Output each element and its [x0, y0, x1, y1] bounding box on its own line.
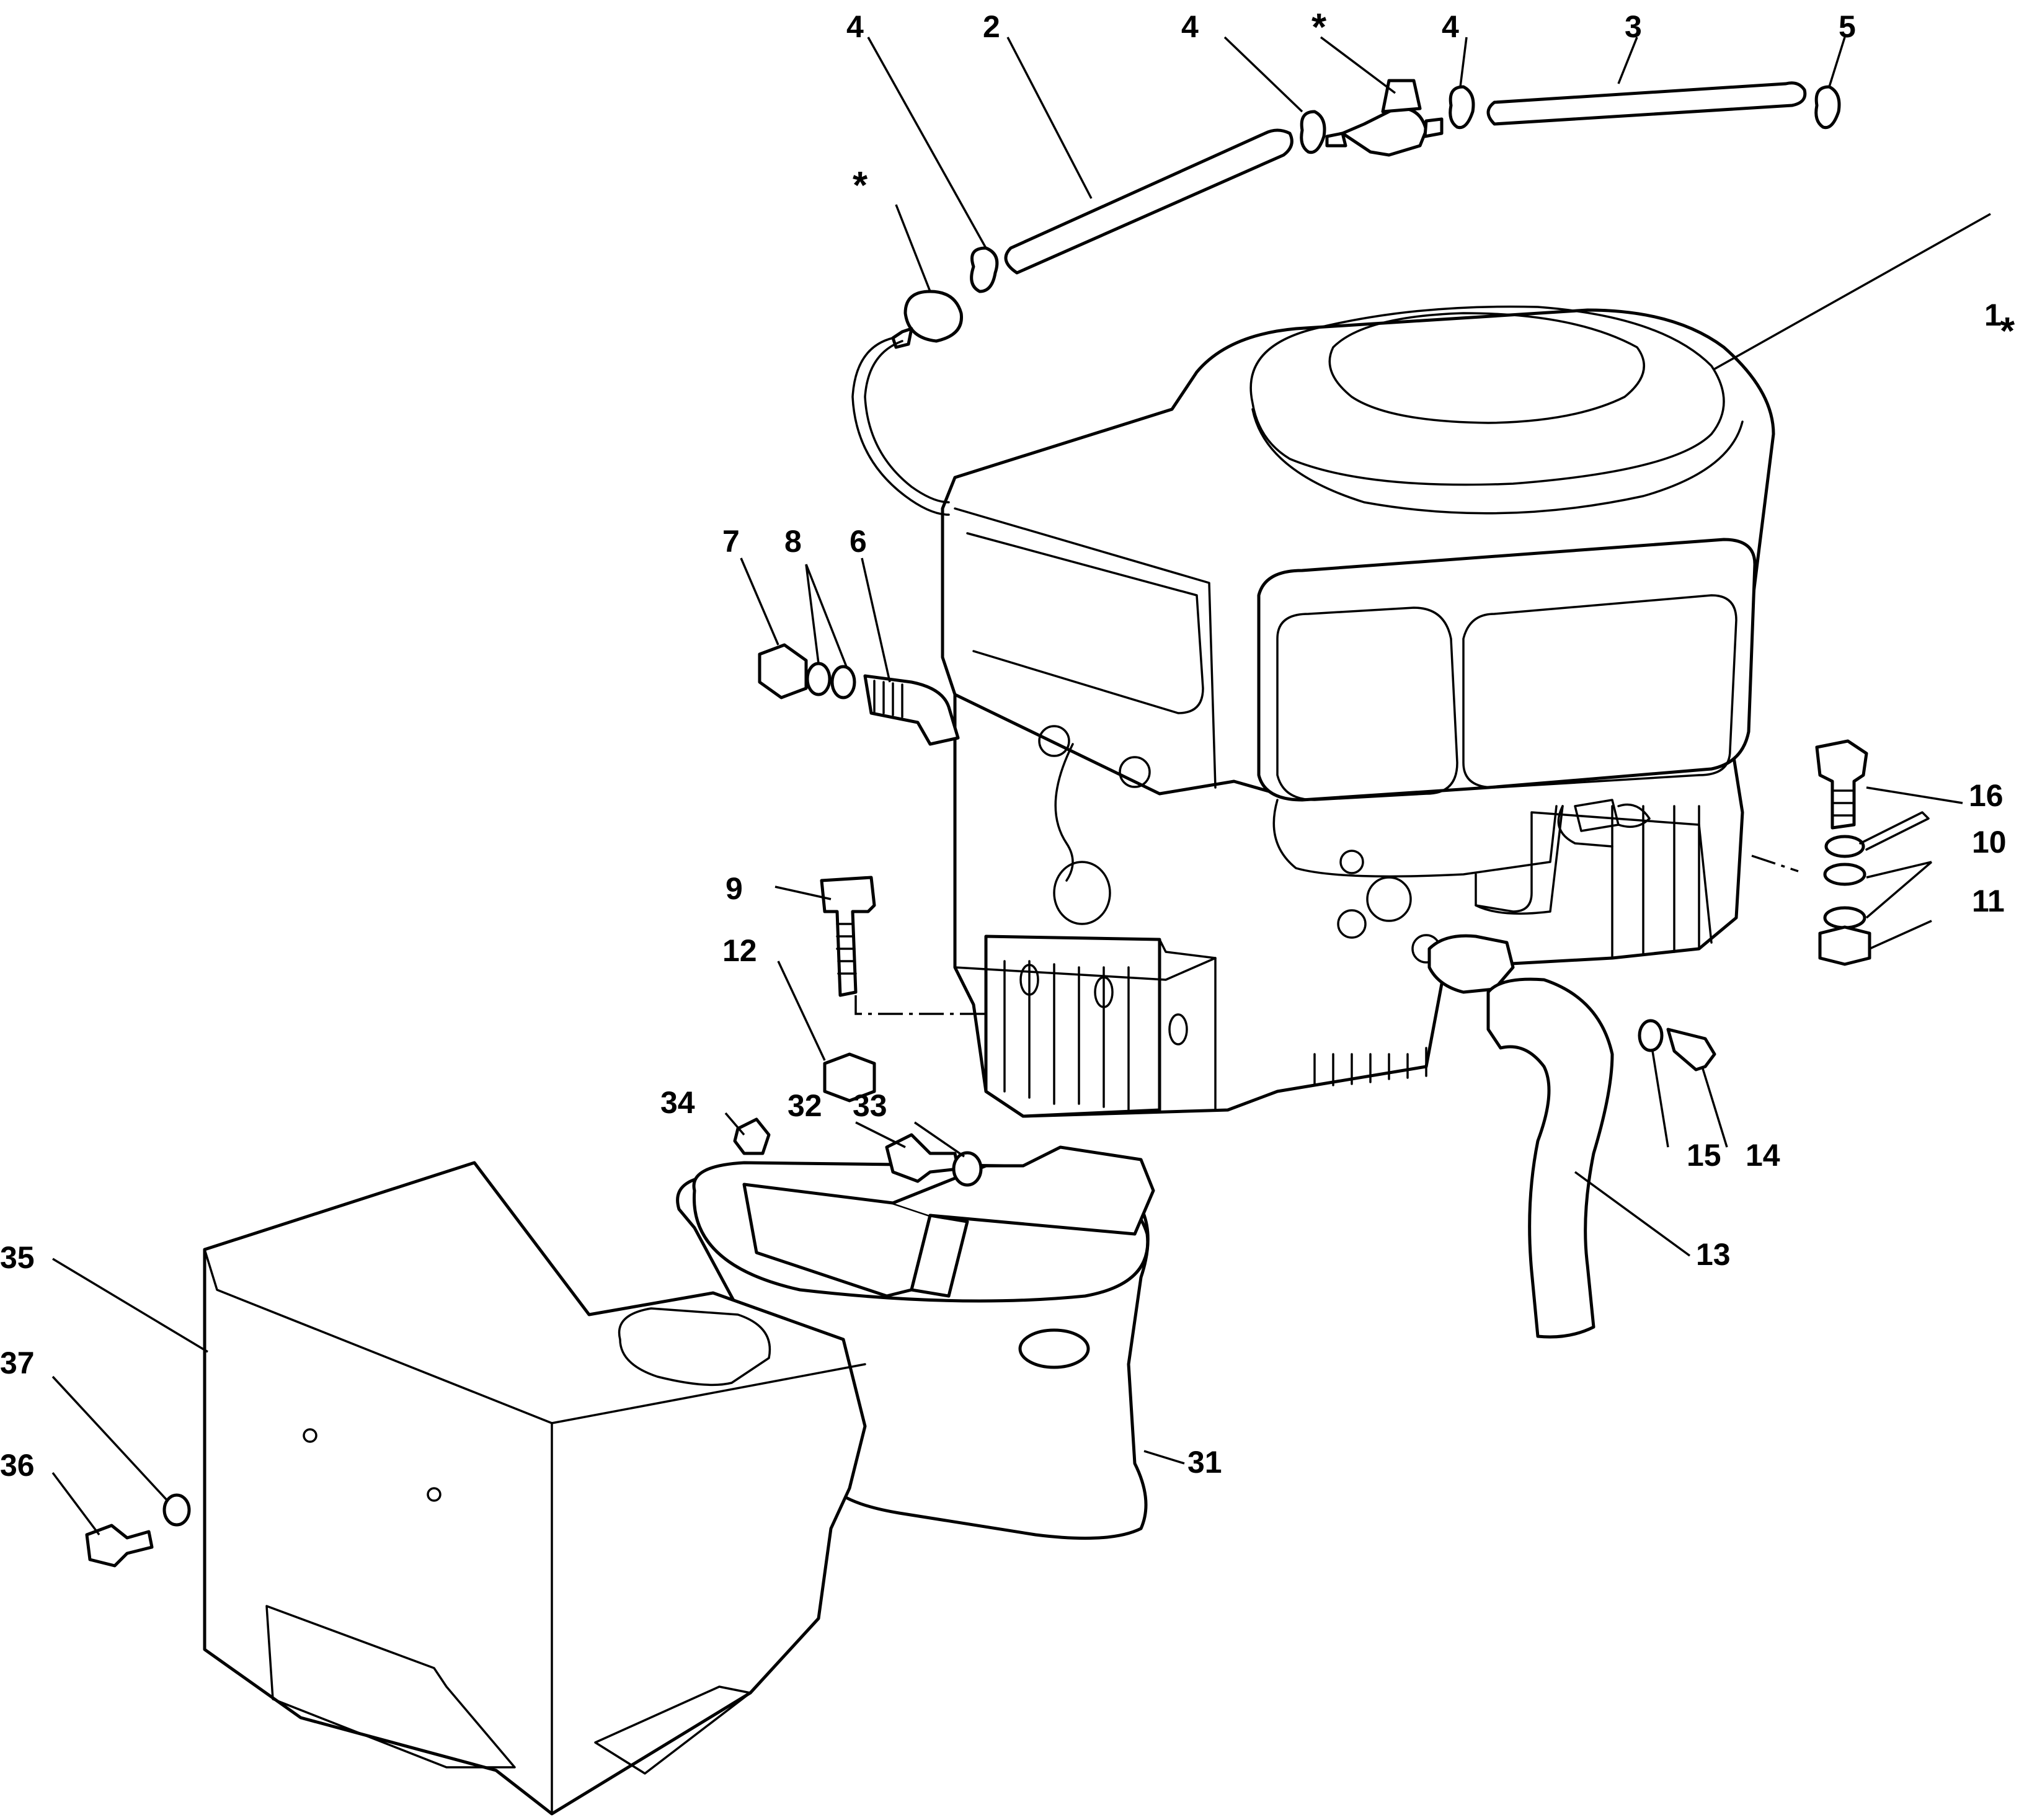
callout-1-star: * [2000, 310, 2015, 353]
exhaust-pipe-13 [1486, 977, 1614, 1339]
callout-12: 12 [722, 933, 757, 968]
clamp-4-right [1449, 85, 1475, 130]
ground-washer [1824, 835, 1865, 858]
callout-1: 1 [1984, 298, 2002, 332]
callout-11: 11 [1972, 884, 2005, 918]
clamp-4-center [1300, 110, 1326, 154]
engine-assembly [941, 305, 1775, 1118]
leader-lines [51, 36, 1991, 1536]
muffler-outlet [1018, 1328, 1090, 1369]
callout-2: 2 [983, 9, 1000, 44]
union-6 [863, 674, 960, 746]
clip-nut-34 [733, 1117, 771, 1155]
callout-37: 37 [0, 1346, 35, 1380]
callout-33: 33 [853, 1088, 887, 1123]
callout-16: 16 [1969, 778, 2003, 813]
callout-15: 15 [1687, 1138, 1721, 1173]
fuel-tap [1341, 106, 1428, 157]
mount-bolt-group [1751, 739, 1930, 966]
washer-8a [805, 662, 832, 696]
fuel-hose-3 [1486, 81, 1807, 126]
callout-10: 10 [1972, 825, 2007, 859]
fuel-line-group [851, 79, 1841, 516]
fitting-group [758, 643, 960, 746]
fuel-filter [903, 290, 963, 343]
washer-37 [162, 1493, 191, 1527]
clamp-5 [1814, 85, 1841, 130]
callout-31: 31 [1187, 1445, 1222, 1480]
bolt-14 [1666, 1028, 1716, 1072]
callout-14: 14 [1746, 1138, 1780, 1173]
callout-4-right: 4 [1442, 9, 1459, 44]
callout-35: 35 [0, 1240, 35, 1275]
clamp-4-left [970, 246, 999, 293]
flange-nut-12 [823, 1052, 876, 1103]
exhaust-group [1427, 934, 1716, 1339]
callout-13: 13 [1696, 1237, 1731, 1272]
bolt-36 [85, 1524, 154, 1568]
muffler-group [676, 1145, 1155, 1540]
callout-3: 3 [1625, 9, 1642, 44]
nut-11 [1818, 925, 1871, 966]
callout-32: 32 [788, 1088, 822, 1123]
nut-7 [758, 643, 808, 699]
callout-star-tap: * [1311, 6, 1327, 49]
washer-33 [952, 1151, 983, 1187]
fuel-hose-2 [1004, 128, 1293, 275]
heat-shield-group [203, 1161, 867, 1816]
callout-7: 7 [722, 524, 740, 559]
exhaust-gasket [1427, 934, 1515, 994]
lock-washer-10b [1823, 906, 1866, 930]
callout-4-left: 4 [846, 9, 864, 44]
callout-34: 34 [660, 1085, 695, 1120]
washer-15 [1638, 1019, 1664, 1052]
callout-9: 9 [726, 871, 743, 906]
callout-star-filter: * [853, 164, 868, 207]
callout-labels: 1 * 2 3 4 4 4 5 * * 6 7 8 9 10 11 12 13 … [0, 6, 2015, 1483]
bolt-9-group [820, 876, 986, 1103]
callout-36: 36 [0, 1448, 35, 1483]
callout-5: 5 [1839, 9, 1856, 44]
washer-8b [830, 665, 856, 699]
callout-4-center: 4 [1181, 9, 1199, 44]
callout-8: 8 [784, 524, 802, 559]
lock-washer-10a [1823, 863, 1866, 886]
callout-6: 6 [850, 524, 867, 559]
